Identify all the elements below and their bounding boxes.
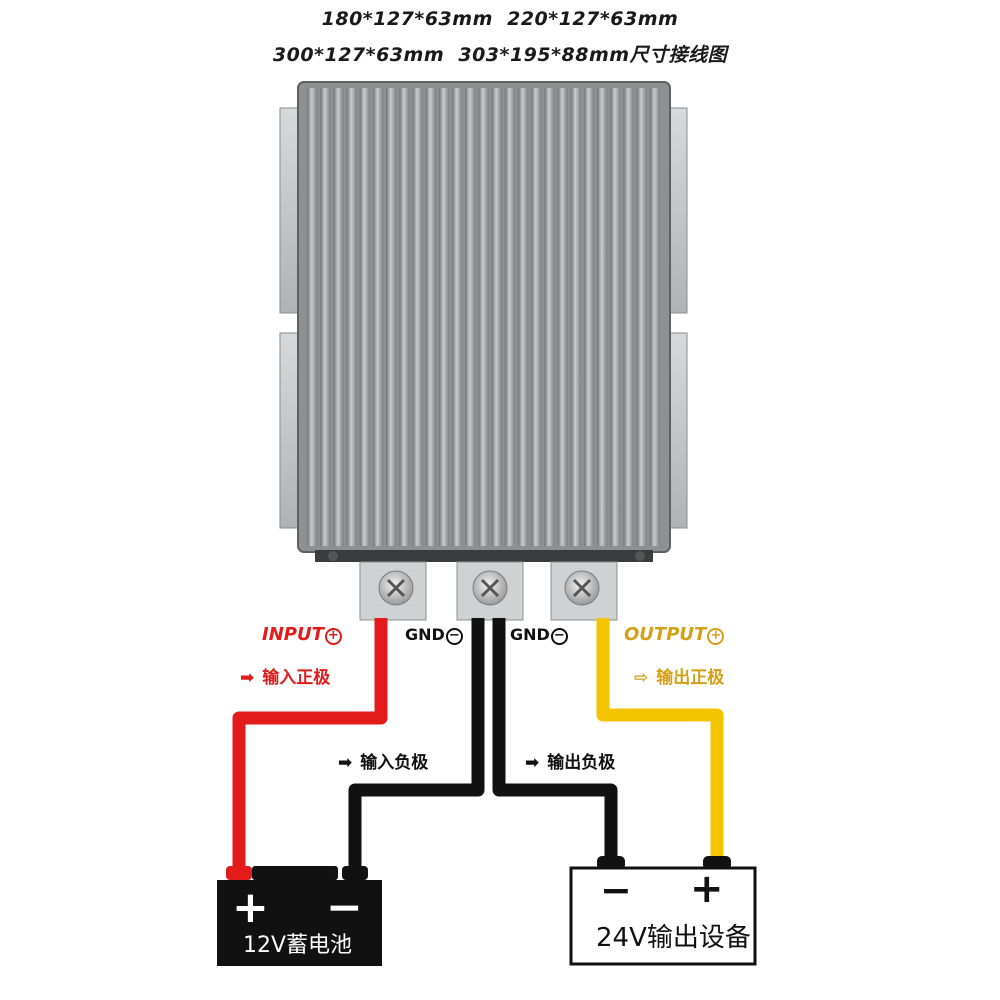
arrow-right-icon: ➡ [525,753,540,773]
heatsink-fin [333,88,344,546]
heatsink-fin [438,88,450,546]
terminal-block-output-positive [550,561,618,621]
heatsink-fin [425,88,436,546]
annotation-output-positive: ⇨输出正极 [634,668,725,688]
heatsink-fin [399,88,410,546]
heatsink-fin [610,88,621,546]
battery-negative-symbol: − [326,882,363,933]
heatsink-fin [346,88,357,546]
heatsink-fin [465,88,476,546]
heatsink-fin [623,88,634,546]
arrow-right-icon: ➡ [338,753,353,773]
wire-input-negative [348,618,485,870]
heatsink-fin [478,88,489,546]
annotation-input-negative: ➡输入负极 [338,753,429,773]
heatsink-fin [570,88,581,546]
arrow-right-icon: ➡ [240,668,255,688]
gnd-left-label: GND− [405,625,463,645]
terminal-block-input-positive [359,561,427,621]
output-device-24v [569,856,757,966]
plus-circle-icon: + [707,628,725,645]
heatsink-fin [452,88,463,546]
heatsink-fin [412,88,423,546]
heatsink-fin [307,88,318,546]
device-positive-symbol: + [690,866,724,912]
heatsink-fin [518,88,529,546]
heatsink-fins [307,88,660,546]
device-label: 24V输出设备 [596,923,751,953]
battery-positive-symbol: + [232,882,269,933]
heatsink-fin [359,88,370,546]
output-positive-label: OUTPUT+ [624,624,725,645]
heatsink-fin [544,88,555,546]
wire-output-negative [492,618,618,862]
wire-output-positive [596,618,724,862]
plus-circle-icon: + [324,628,342,645]
input-positive-label: INPUT+ [262,624,342,645]
heatsink-fin [557,88,568,546]
title-line-2: 300*127*63mm 303*195*88mm尺寸接线图 [272,44,728,66]
heatsink-fin [320,88,331,546]
battery-label: 12V蓄电池 [243,933,353,958]
heatsink-fin [504,88,515,546]
device-negative-symbol: − [600,868,632,912]
heatsink-fin [372,88,384,546]
heatsink-fin [531,88,542,546]
title-line-1: 180*127*63mm 220*127*63mm [321,8,679,30]
heatsink-fin [491,88,502,546]
heatsink-fin [597,88,608,546]
heatsink-fin [386,88,397,546]
converter-heatsink [297,81,671,562]
minus-circle-icon: − [445,628,463,645]
wire-input-positive [232,618,388,870]
heatsink-fin [583,88,595,546]
terminal-block-ground [456,561,524,621]
battery-12v [217,866,382,966]
gnd-right-label: GND− [510,625,568,645]
heatsink-fin [649,88,660,546]
minus-circle-icon: − [550,628,568,645]
annotation-output-negative: ➡输出负极 [525,753,616,773]
heatsink-fin [636,88,647,546]
annotation-input-positive: ➡输入正极 [240,668,331,688]
arrow-right-outline-icon: ⇨ [634,668,649,688]
